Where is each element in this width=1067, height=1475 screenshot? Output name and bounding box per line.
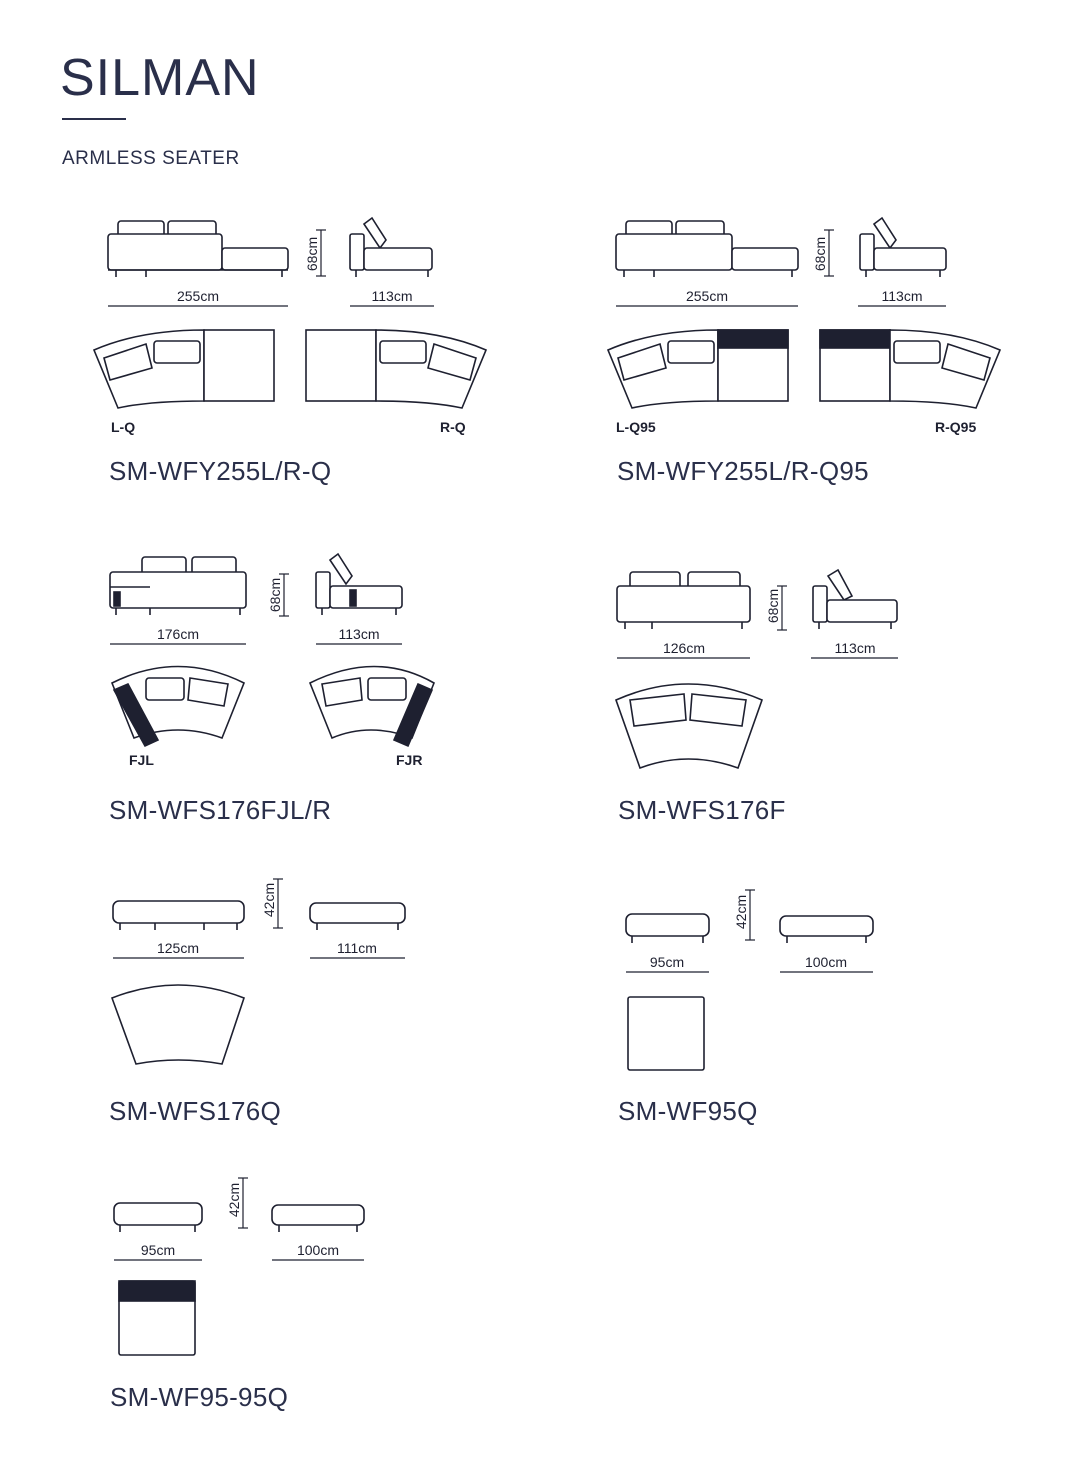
- dimension-height: 68cm: [304, 229, 326, 277]
- plan-view-left: L-Q95: [606, 329, 789, 435]
- product-3-drawings: 68cm 176cm 113cm FJL: [109, 552, 436, 768]
- width-label: 95cm: [141, 1242, 175, 1258]
- height-label: 68cm: [812, 237, 828, 271]
- dimension-width: 125cm: [113, 940, 244, 959]
- plan-view-right: R-Q: [305, 329, 488, 435]
- dimension-height: 68cm: [812, 229, 834, 277]
- depth-label: 113cm: [835, 640, 876, 656]
- height-label: 68cm: [267, 578, 283, 612]
- front-view-sofa: [616, 571, 751, 629]
- product-7-drawings: 42cm 95cm 100cm: [113, 1177, 365, 1356]
- tag-right: R-Q: [440, 419, 466, 435]
- depth-label: 113cm: [882, 288, 923, 304]
- side-view-ottoman: [309, 902, 406, 930]
- depth-label: 113cm: [372, 288, 413, 304]
- height-label: 42cm: [261, 883, 277, 917]
- model-name-5: SM-WFS176Q: [109, 1096, 282, 1126]
- height-label: 42cm: [226, 1183, 242, 1217]
- dimension-depth: 100cm: [272, 1242, 364, 1261]
- plan-view: [627, 996, 705, 1071]
- product-4-drawings: 68cm 126cm 113cm: [614, 568, 898, 770]
- dimension-height: 68cm: [765, 585, 787, 631]
- front-view-sofa: [615, 220, 799, 277]
- model-name-1: SM-WFY255L/R-Q: [109, 456, 332, 486]
- product-5-drawings: 42cm 125cm 111cm: [110, 878, 406, 1065]
- height-label: 68cm: [304, 237, 320, 271]
- plan-view: [118, 1280, 196, 1356]
- front-view-ottoman: [112, 900, 245, 930]
- dimension-depth: 113cm: [858, 288, 946, 307]
- tag-left: FJL: [129, 752, 154, 768]
- depth-label: 111cm: [337, 940, 377, 956]
- side-view-sofa: [315, 552, 403, 615]
- width-label: 176cm: [157, 626, 199, 642]
- product-1-drawings: 68cm 255cm 113cm L-Q: [92, 216, 488, 435]
- brand-title: SILMAN: [60, 49, 260, 107]
- plan-view-left: FJL: [110, 665, 246, 768]
- product-6-drawings: 42cm 95cm 100cm: [625, 889, 874, 1071]
- dimension-width: 126cm: [617, 640, 750, 659]
- tag-left: L-Q95: [616, 419, 656, 435]
- model-name-4: SM-WFS176F: [618, 795, 786, 825]
- tag-right: R-Q95: [935, 419, 976, 435]
- tag-left: L-Q: [111, 419, 135, 435]
- side-view-ottoman: [271, 1204, 365, 1232]
- plan-view: [110, 984, 245, 1065]
- dimension-width: 176cm: [110, 626, 246, 645]
- plan-view-left: L-Q: [92, 329, 275, 435]
- dimension-depth: 113cm: [316, 626, 402, 645]
- category-heading: ARMLESS SEATER: [62, 148, 240, 169]
- width-label: 255cm: [686, 288, 728, 304]
- dimension-height: 68cm: [267, 573, 289, 617]
- depth-label: 100cm: [297, 1242, 339, 1258]
- product-2-drawings: 68cm 255cm 113cm L-Q95: [606, 216, 1002, 435]
- model-name-3: SM-WFS176FJL/R: [109, 795, 332, 825]
- side-view-ottoman: [779, 915, 874, 943]
- dimension-depth: 111cm: [310, 940, 405, 959]
- dimension-width: 255cm: [616, 288, 798, 307]
- front-view-sofa: [109, 556, 247, 615]
- side-view-sofa: [349, 216, 433, 277]
- width-label: 255cm: [177, 288, 219, 304]
- plan-view-right: FJR: [308, 665, 436, 768]
- side-view-sofa: [859, 216, 947, 277]
- dimension-width: 95cm: [626, 954, 709, 973]
- model-name-7: SM-WF95-95Q: [110, 1382, 289, 1412]
- tag-right: FJR: [396, 752, 422, 768]
- dimension-width: 95cm: [114, 1242, 202, 1261]
- width-label: 95cm: [650, 954, 684, 970]
- depth-label: 100cm: [805, 954, 847, 970]
- model-name-2: SM-WFY255L/R-Q95: [617, 456, 869, 486]
- height-label: 42cm: [733, 895, 749, 929]
- model-name-6: SM-WF95Q: [618, 1096, 758, 1126]
- plan-view-right: R-Q95: [819, 329, 1002, 435]
- dimension-depth: 113cm: [811, 640, 898, 659]
- width-label: 125cm: [157, 940, 199, 956]
- dimension-height: 42cm: [733, 889, 755, 941]
- side-view-sofa: [812, 568, 898, 629]
- front-view-ottoman: [113, 1202, 203, 1232]
- title-divider: [62, 118, 126, 120]
- dimension-width: 255cm: [108, 288, 288, 307]
- dimension-height: 42cm: [226, 1177, 248, 1229]
- dimension-depth: 113cm: [350, 288, 434, 307]
- dimension-depth: 100cm: [780, 954, 873, 973]
- front-view-sofa: [107, 220, 289, 277]
- front-view-ottoman: [625, 913, 710, 943]
- plan-view: [614, 683, 764, 770]
- width-label: 126cm: [663, 640, 705, 656]
- depth-label: 113cm: [339, 626, 380, 642]
- height-label: 68cm: [765, 589, 781, 623]
- dimension-height: 42cm: [261, 878, 283, 929]
